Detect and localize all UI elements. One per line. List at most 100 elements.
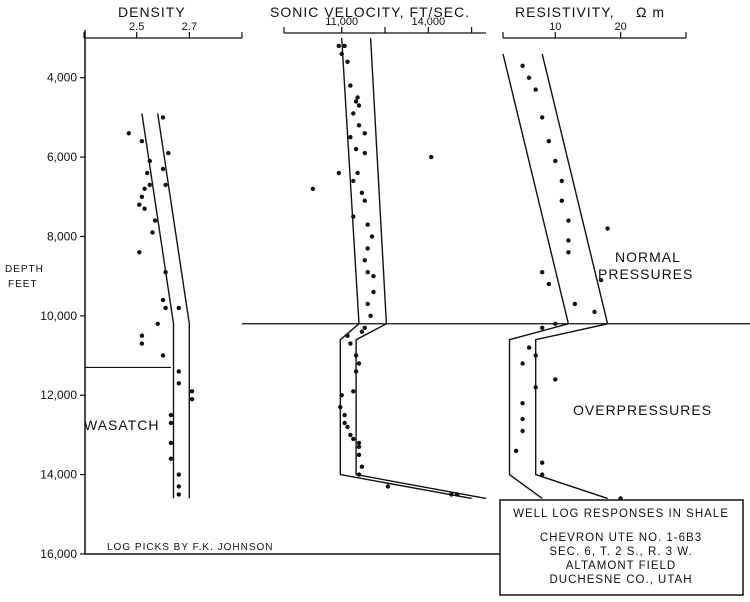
sonic-data-point: [371, 274, 376, 279]
caption-box: [499, 499, 744, 596]
density-data-point: [163, 270, 168, 275]
resistivity-tick-label: 20: [615, 21, 627, 33]
sonic-data-point: [342, 43, 347, 49]
density-data-point: [163, 182, 168, 188]
resistivity-data-point: [540, 270, 545, 275]
density-data-point: [176, 492, 181, 497]
resistivity-data-point: [566, 250, 571, 255]
density-data-point: [176, 472, 181, 477]
density-data-point: [189, 389, 195, 394]
resistivity-title: RESISTIVITY,: [515, 4, 615, 20]
density-data-point: [176, 369, 181, 374]
density-data-point: [126, 131, 131, 136]
density-data-point: [160, 115, 166, 120]
sonic-data-point: [365, 222, 370, 227]
resistivity-data-point: [533, 87, 538, 92]
sonic-trend-right: [355, 37, 487, 500]
density-data-point: [189, 397, 195, 402]
sonic-data-point: [345, 59, 350, 64]
wasatch-label: WASATCH: [84, 417, 159, 433]
density-trend-left: [141, 113, 175, 499]
resistivity-data-point: [540, 472, 545, 477]
resistivity-data-point: [520, 401, 525, 406]
density-data-point: [139, 333, 145, 338]
sonic-data-point: [310, 186, 316, 191]
sonic-data-point: [362, 258, 367, 263]
sonic-data-point: [336, 43, 341, 49]
resistivity-data-point: [566, 218, 571, 223]
depth-axis-label: DEPTH: [5, 264, 44, 275]
sonic-data-point: [371, 289, 376, 295]
sonic-data-point: [353, 99, 359, 104]
axes-layer: 4,0006,0008,00010,00012,00014,00016,0002…: [40, 16, 750, 561]
sonic-data-point: [351, 111, 356, 116]
resistivity-data-point: [566, 238, 571, 243]
resistivity-data-point: [533, 385, 538, 390]
density-data-point: [147, 158, 152, 164]
resistivity-data-point: [520, 416, 525, 422]
density-data-point: [137, 250, 142, 255]
caption-title: WELL LOG RESPONSES IN SHALE: [513, 508, 729, 520]
density-trend-right: [157, 113, 191, 499]
resistivity-data-point: [546, 281, 551, 287]
normal-pressures-label-2: PRESSURES: [598, 266, 693, 282]
density-data-point: [168, 412, 174, 418]
density-data-point: [137, 202, 142, 207]
resistivity-data-point: [526, 75, 532, 80]
resistivity-data-point: [513, 448, 519, 453]
sonic-data-point: [362, 150, 367, 156]
sonic-data-point: [353, 369, 359, 374]
depth-tick-label: 4,000: [47, 71, 77, 85]
resistivity-data-point: [559, 178, 564, 184]
caption-location: SEC. 6, T. 2 S., R. 3 W.: [549, 546, 692, 558]
sonic-data-point: [345, 333, 350, 338]
sonic-data-point: [353, 146, 359, 152]
resistivity-data-point: [520, 361, 525, 366]
resistivity-data-point: [546, 139, 551, 144]
density-data-point: [176, 484, 181, 489]
sonic-data-point: [359, 329, 365, 334]
resistivity-data-point: [526, 345, 532, 350]
resistivity-data-point: [520, 63, 525, 68]
sonic-data-point: [365, 301, 370, 307]
sonic-data-point: [338, 404, 343, 410]
normal-pressures-label: NORMAL: [615, 249, 681, 265]
sonic-data-point: [359, 190, 365, 195]
resistivity-unit: Ω m: [636, 4, 665, 20]
sonic-data-point: [351, 436, 356, 442]
sonic-data-point: [356, 361, 362, 366]
resistivity-data-point: [553, 377, 558, 382]
sonic-data-point: [356, 452, 362, 457]
density-data-point: [176, 381, 181, 386]
density-data-point: [168, 420, 174, 426]
sonic-data-point: [359, 464, 365, 469]
sonic-data-point: [429, 154, 434, 160]
sonic-data-point: [356, 103, 362, 108]
resistivity-data-point: [572, 301, 578, 307]
resistivity-data-point: [553, 321, 558, 326]
sonic-data-point: [365, 246, 370, 251]
sonic-data-point: [353, 353, 359, 358]
depth-tick-label: 8,000: [47, 229, 77, 243]
resistivity-tick-label: 10: [549, 21, 561, 33]
resistivity-data-point: [553, 158, 558, 164]
sonic-data-point: [339, 51, 344, 57]
density-data-point: [152, 218, 158, 223]
sonic-data-point: [355, 170, 360, 176]
sonic-data-point: [345, 424, 350, 430]
credit-label: LOG PICKS BY F.K. JOHNSON: [107, 542, 274, 553]
sonic-data-point: [362, 198, 367, 203]
resistivity-data-point: [592, 309, 597, 315]
density-data-point: [160, 297, 166, 303]
sonic-title: SONIC VELOCITY, FT/SEC.: [270, 4, 470, 20]
sonic-data-point: [351, 214, 356, 219]
sonic-data-point: [385, 484, 391, 489]
sonic-data-point: [365, 270, 370, 275]
sonic-data-point: [362, 131, 367, 136]
sonic-data-point: [356, 123, 362, 128]
sonic-data-point: [348, 135, 353, 140]
sonic-data-point: [351, 178, 356, 184]
sonic-data-point: [454, 492, 460, 497]
caption-county: DUCHESNE CO., UTAH: [549, 574, 692, 586]
